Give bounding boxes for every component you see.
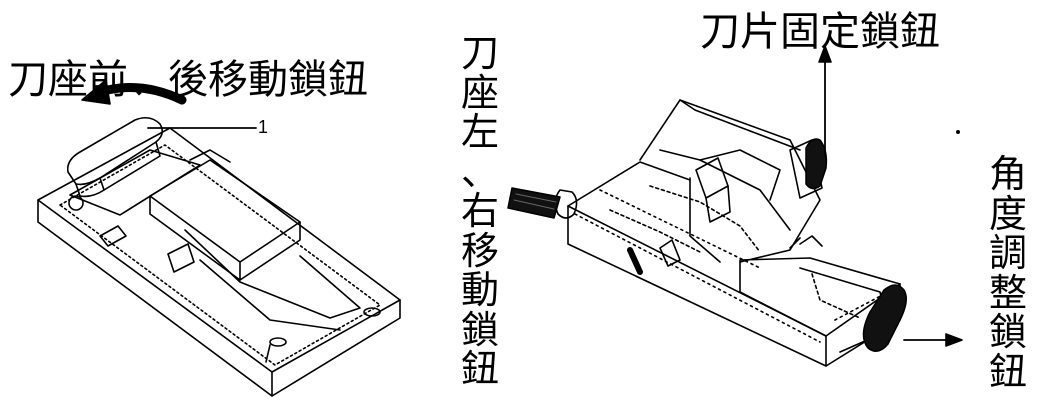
label-char: 度 — [988, 191, 1027, 236]
holder-front-back-lock-label: 刀座前、後移動鎖鈕 — [8, 57, 368, 103]
label-char: 左 — [460, 110, 499, 155]
label-char: 座 — [460, 70, 499, 115]
label-char: 鎖 — [460, 307, 499, 352]
label-char: 鎖 — [988, 310, 1027, 355]
knife-holder-assembly-illustration — [554, 99, 901, 367]
blade-clamp-knob — [805, 138, 828, 190]
label-char: 整 — [988, 270, 1027, 315]
callout-number: 1 — [258, 117, 269, 137]
label-char: 、 — [460, 149, 499, 194]
blade-clamp-lock-label: 刀片固定鎖鈕 — [700, 9, 940, 55]
angle-adjust-lock-label: 角度調整鎖鈕 — [988, 152, 1028, 394]
label-char: 右 — [460, 189, 499, 234]
holder-left-right-lock-label: 刀座左、右移動鎖鈕 — [460, 31, 500, 392]
label-char: 調 — [988, 231, 1027, 276]
lr-lock-knob — [507, 187, 561, 219]
label-char: 移 — [460, 228, 499, 273]
label-char: 刀 — [460, 31, 499, 75]
label-char: 角 — [988, 152, 1027, 196]
label-char: 鈕 — [988, 349, 1027, 394]
label-char: 鈕 — [460, 347, 499, 392]
label-char: 動 — [460, 268, 499, 313]
angle-adjust-knob — [862, 284, 907, 352]
knife-holder-base-illustration — [37, 116, 401, 397]
